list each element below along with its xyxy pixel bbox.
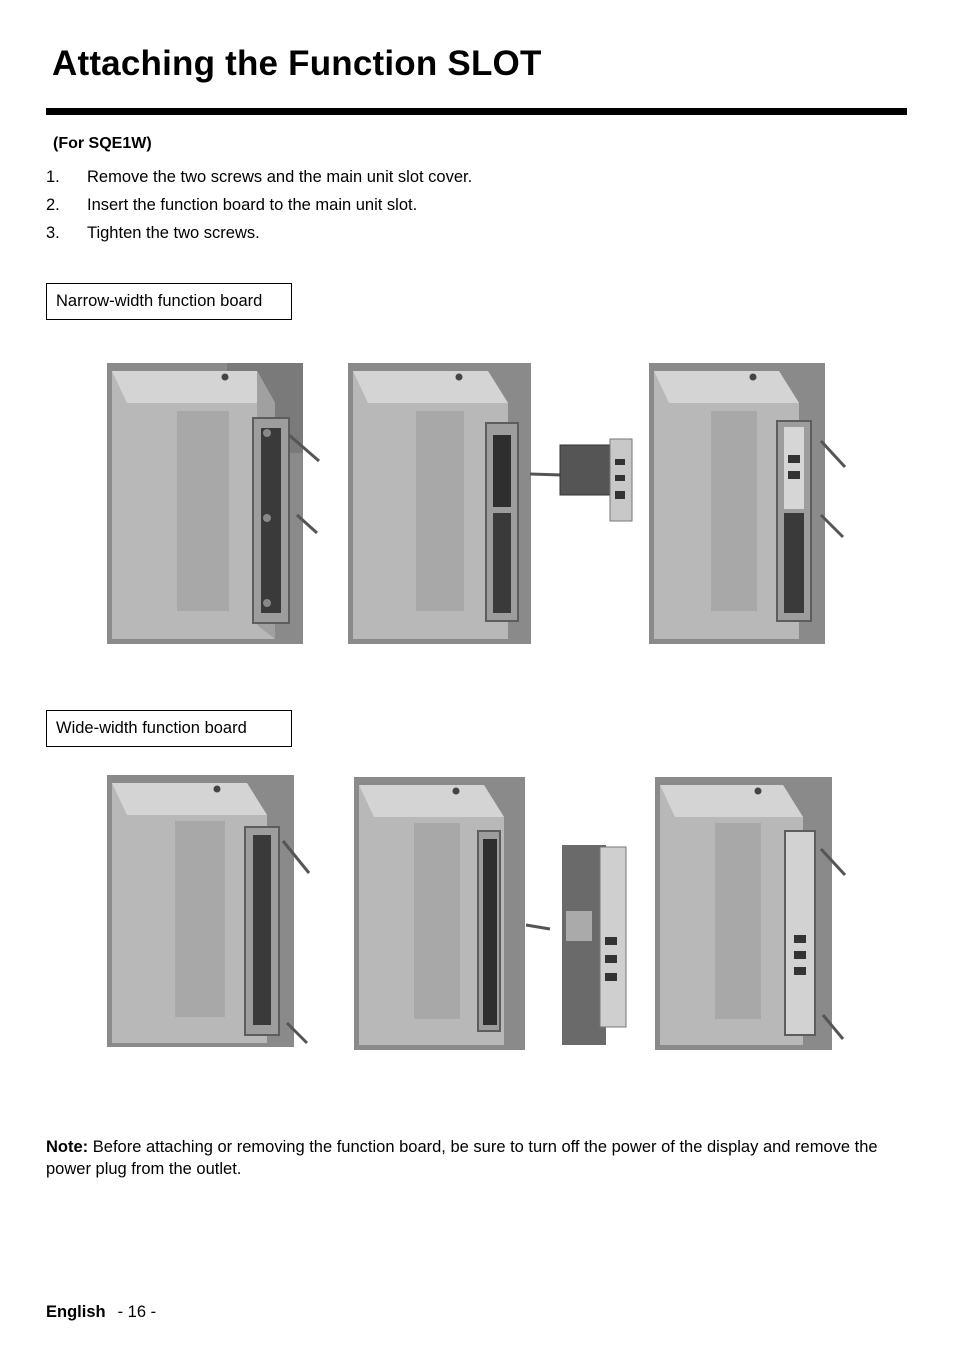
narrow-step1-illustration xyxy=(107,363,323,644)
wide-step1-illustration xyxy=(107,775,312,1047)
footer-language: English xyxy=(46,1303,106,1321)
note-paragraph: Note: Before attaching or removing the f… xyxy=(46,1136,906,1180)
wide-step2-illustration xyxy=(354,777,629,1050)
section-label-narrow: Narrow-width function board xyxy=(46,283,292,320)
wide-step3-illustration xyxy=(655,777,850,1050)
step-item: 2.Insert the function board to the main … xyxy=(46,195,472,223)
steps-list: 1.Remove the two screws and the main uni… xyxy=(46,167,472,251)
step-item: 3.Tighten the two screws. xyxy=(46,223,472,251)
section-label-wide: Wide-width function board xyxy=(46,710,292,747)
note-text: Before attaching or removing the functio… xyxy=(46,1138,878,1178)
step-item: 1.Remove the two screws and the main uni… xyxy=(46,167,472,195)
page-number: - 16 - xyxy=(118,1303,157,1321)
narrow-step3-illustration xyxy=(649,363,849,644)
title-rule xyxy=(46,108,907,115)
page-title: Attaching the Function SLOT xyxy=(52,44,542,84)
model-label: (For SQE1W) xyxy=(53,135,152,153)
note-label: Note: xyxy=(46,1138,88,1156)
narrow-step2-illustration xyxy=(348,363,638,644)
page-footer: English - 16 - xyxy=(46,1303,156,1322)
